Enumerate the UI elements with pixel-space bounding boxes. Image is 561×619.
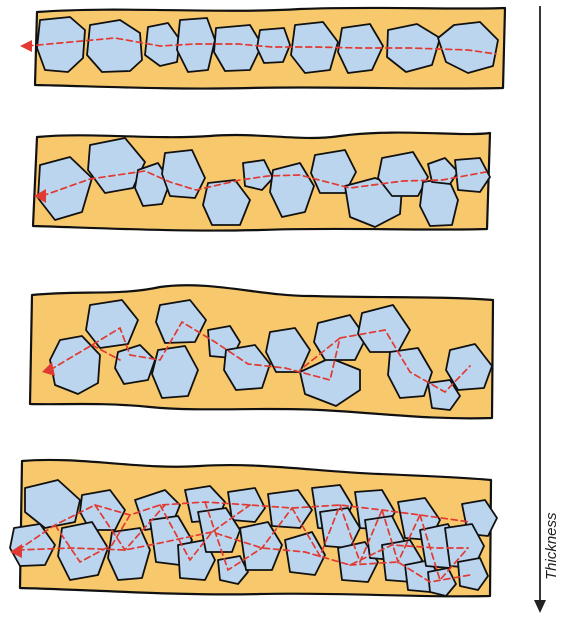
thickness-axis: Thickness xyxy=(534,6,560,613)
layer-2 xyxy=(33,133,490,231)
layer-4 xyxy=(10,460,497,597)
grain xyxy=(37,17,85,72)
layer-3 xyxy=(30,285,493,418)
path-arrowhead xyxy=(20,40,32,52)
layer-1 xyxy=(20,8,505,89)
thickness-axis-label: Thickness xyxy=(543,512,560,580)
grain xyxy=(108,528,150,580)
arrow-down-icon xyxy=(534,600,546,613)
